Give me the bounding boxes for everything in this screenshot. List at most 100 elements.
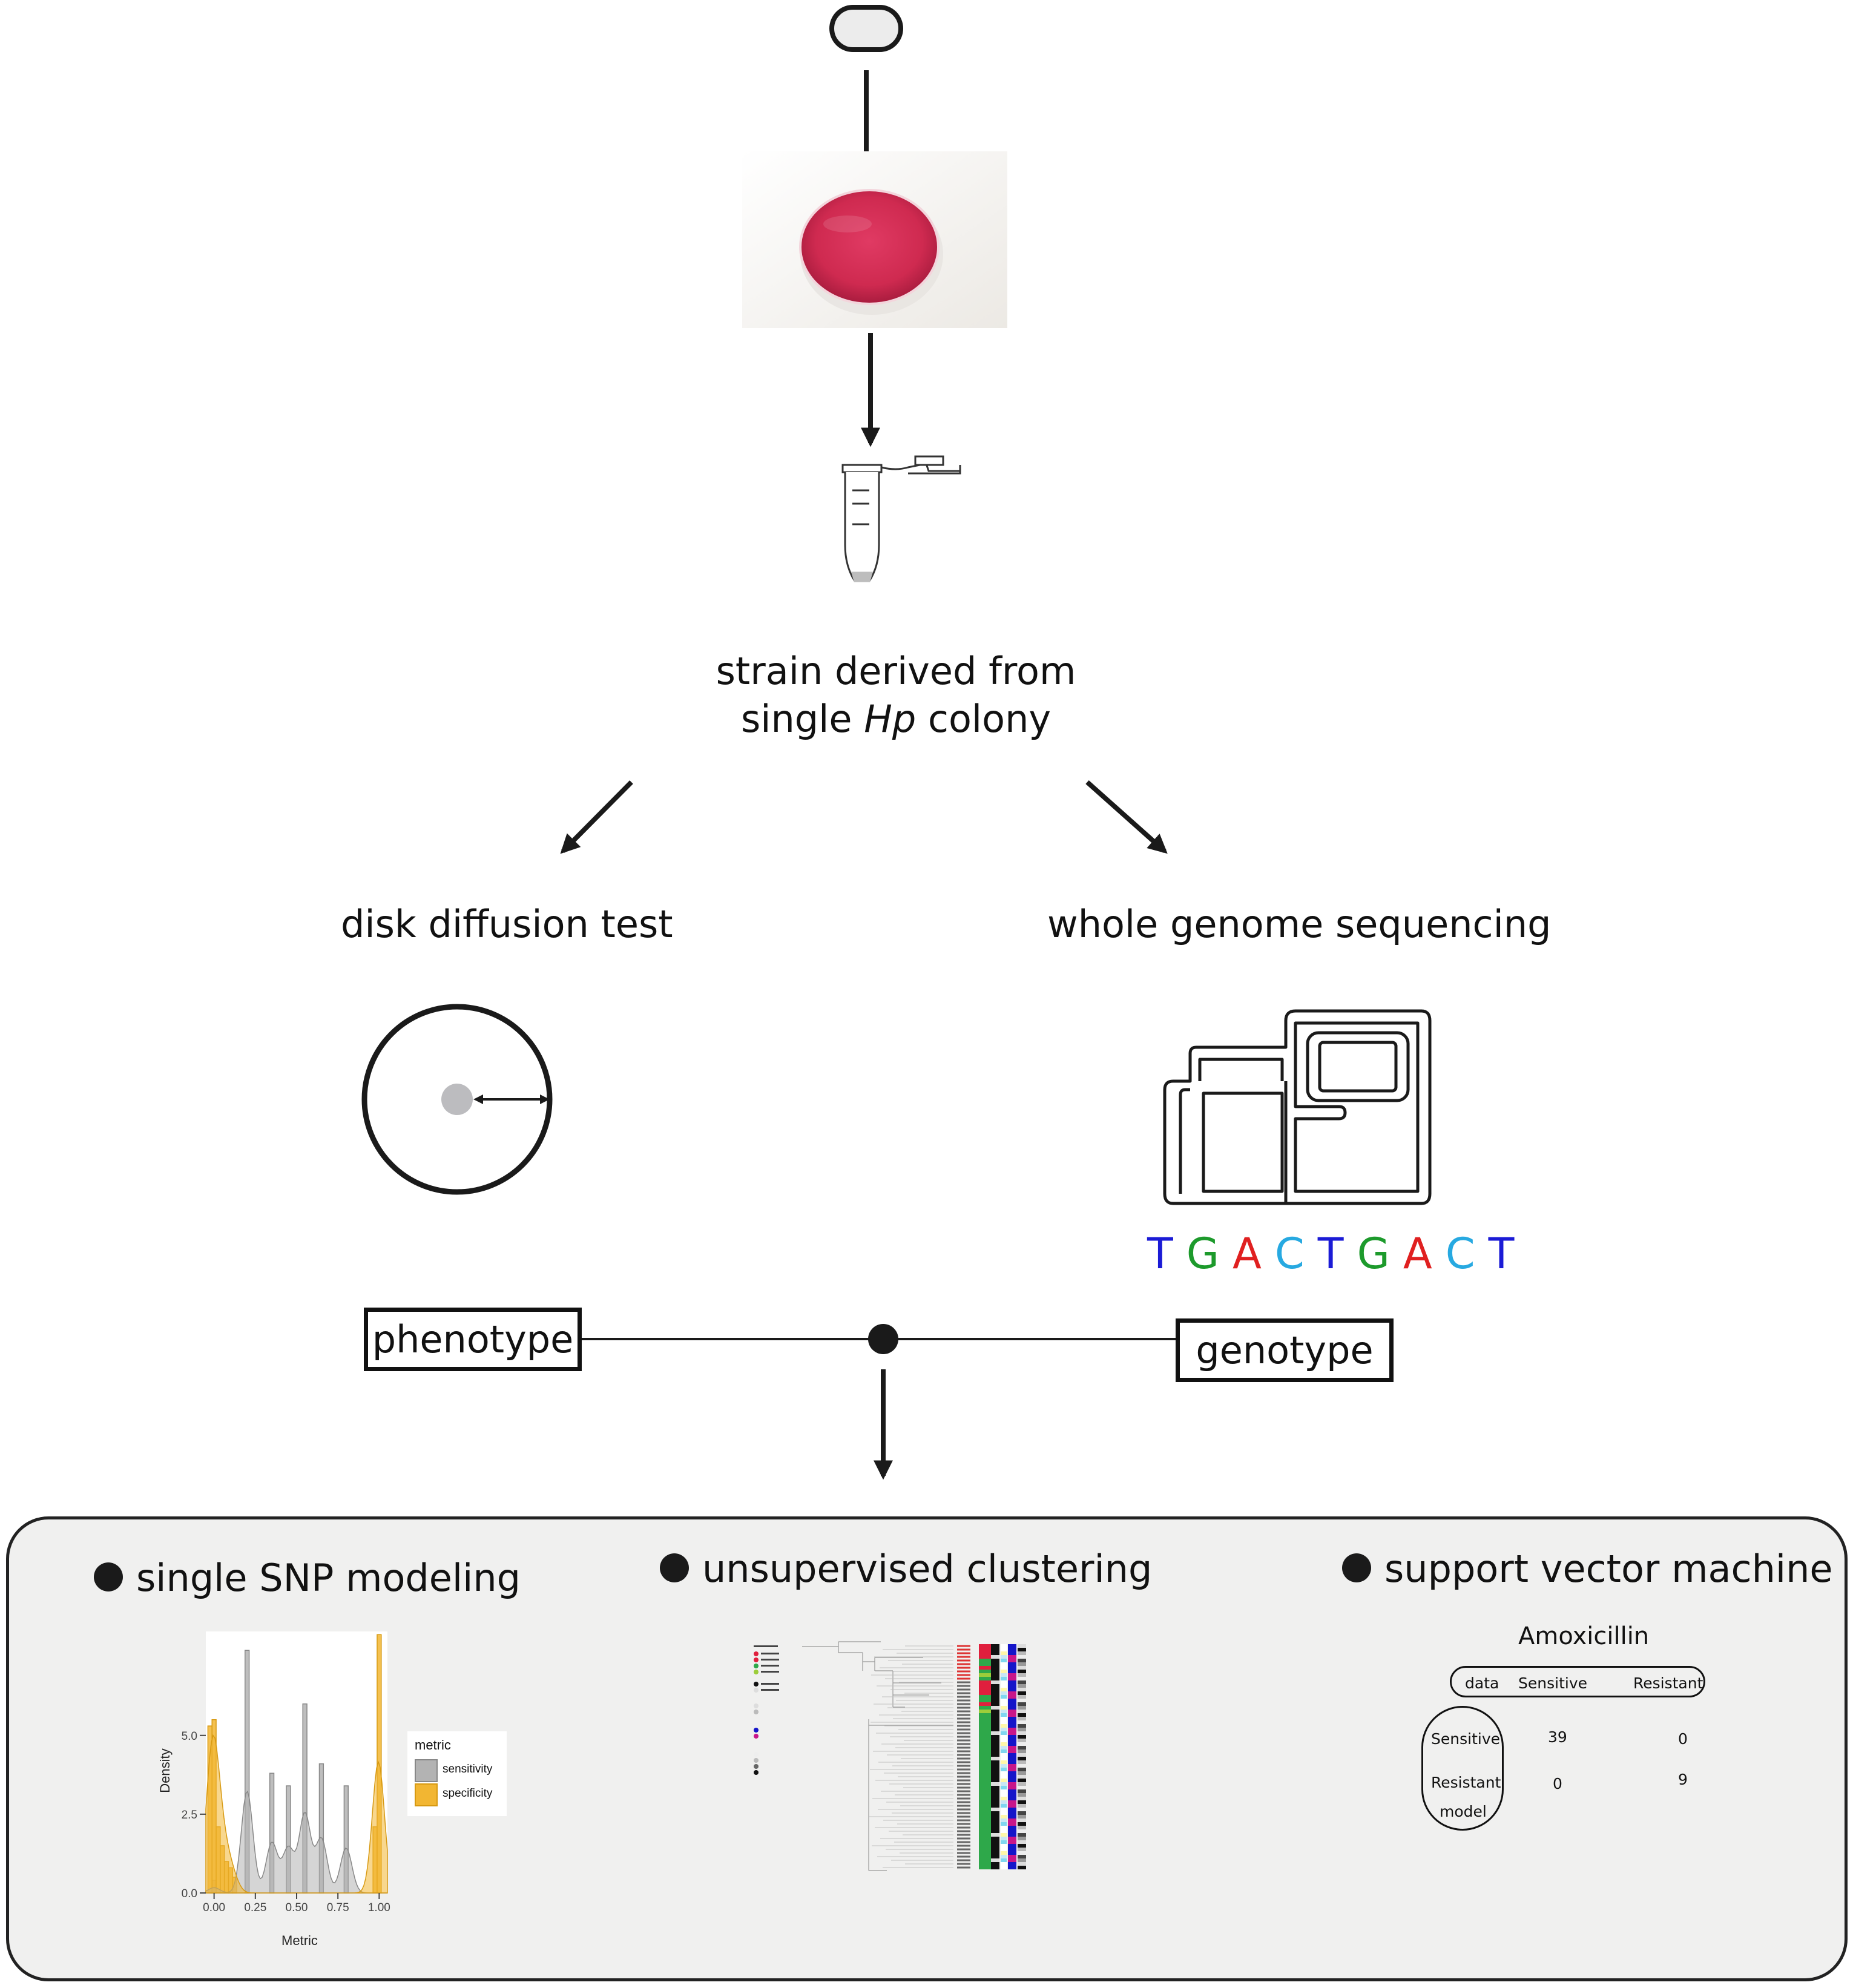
heatmap-cell	[1008, 1724, 1016, 1728]
heatmap-cell	[1001, 1739, 1007, 1742]
strain-line-2-pre: single	[740, 697, 864, 741]
leaf-label	[957, 1674, 970, 1676]
heatmap-cell	[1001, 1775, 1007, 1779]
y-tick-label: 2.5	[182, 1809, 197, 1822]
heatmap-cell	[1001, 1808, 1007, 1811]
leaf-label	[957, 1808, 970, 1811]
leaf-label	[957, 1703, 970, 1705]
strain-line-2-post: colony	[916, 697, 1052, 741]
heatmap-cell	[979, 1742, 991, 1746]
heatmap-cell	[1008, 1757, 1016, 1760]
heatmap-cell	[1001, 1818, 1007, 1822]
heatmap-cell	[1008, 1804, 1016, 1808]
heatmap-cell	[979, 1800, 991, 1804]
heatmap-cell	[1008, 1826, 1016, 1829]
heatmap-cell	[1018, 1662, 1026, 1666]
heatmap-cell	[1008, 1673, 1016, 1677]
heatmap-cell	[1018, 1760, 1026, 1764]
heatmap-cell	[1001, 1757, 1007, 1760]
leaf-label	[957, 1728, 970, 1731]
heatmap-cell	[991, 1651, 999, 1655]
heatmap-cell	[979, 1844, 991, 1848]
leaf-label	[957, 1866, 970, 1869]
leaf-label	[957, 1786, 970, 1789]
leaf-label	[957, 1743, 970, 1745]
leaf-label	[957, 1736, 970, 1738]
heatmap-cell	[979, 1713, 991, 1717]
heatmap-cell	[1018, 1713, 1026, 1717]
heatmap-cell	[1001, 1720, 1007, 1724]
leaf-label	[957, 1841, 970, 1843]
tube-icon	[841, 455, 961, 582]
heatmap-cell	[1018, 1655, 1026, 1659]
heatmap-cell	[1018, 1826, 1026, 1829]
heatmap-cell	[991, 1688, 999, 1691]
leaf-label	[957, 1710, 970, 1713]
disk-diffusion-title: disk diffusion test	[341, 902, 673, 946]
leaf-label	[957, 1667, 970, 1669]
leaf-label	[957, 1826, 970, 1829]
heatmap-cell	[991, 1764, 999, 1768]
heatmap-cell	[1001, 1651, 1007, 1655]
heatmap-cell	[1008, 1840, 1016, 1844]
heatmap-cell	[991, 1797, 999, 1800]
heatmap-cell	[1018, 1728, 1026, 1731]
heatmap-cell	[1008, 1695, 1016, 1699]
heatmap-cell	[979, 1775, 991, 1779]
heatmap-cell	[991, 1731, 999, 1735]
heatmap-cell	[1001, 1713, 1007, 1717]
leaf-label	[957, 1797, 970, 1800]
dendrogram	[802, 1641, 953, 1871]
heatmap-cell	[979, 1710, 991, 1713]
heatmap-cell	[1008, 1710, 1016, 1713]
heatmap-cell	[979, 1666, 991, 1670]
heatmap-cell	[1018, 1648, 1026, 1651]
heatmap-cell	[991, 1706, 999, 1710]
heatmap-cell	[991, 1749, 999, 1753]
heatmap-cell	[991, 1677, 999, 1680]
leaf-label	[957, 1834, 970, 1836]
heatmap-cell	[1018, 1858, 1026, 1862]
heatmap-cell	[979, 1779, 991, 1782]
heatmap-cell	[979, 1644, 991, 1648]
leaf-label	[957, 1663, 970, 1665]
heatmap-cell	[1018, 1695, 1026, 1699]
heatmap-cell	[991, 1746, 999, 1749]
heatmap-cell	[1008, 1797, 1016, 1800]
svm-col-header-pill	[1450, 1666, 1705, 1697]
heatmap-cell	[991, 1779, 999, 1782]
heatmap-cell	[991, 1720, 999, 1724]
heatmap-cell	[1001, 1826, 1007, 1829]
heatmap-cell	[979, 1691, 991, 1695]
arrow-to-disk-test	[560, 780, 633, 854]
heatmap-cell	[1001, 1680, 1007, 1684]
heatmap-cell	[1001, 1717, 1007, 1720]
leaf-label	[957, 1819, 970, 1822]
heatmap-cell	[991, 1771, 999, 1775]
snp-legend: metric sensitivity specificity	[407, 1731, 507, 1816]
leaf-label	[957, 1855, 970, 1858]
heatmap-cell	[1001, 1789, 1007, 1793]
leaf-label	[957, 1681, 970, 1684]
heatmap-cell	[979, 1673, 991, 1677]
heatmap-cell	[979, 1829, 991, 1833]
heatmap-cell	[1018, 1677, 1026, 1680]
heatmap-cell	[1018, 1735, 1026, 1739]
heatmap-cell	[1001, 1644, 1007, 1648]
heatmap-cell	[991, 1710, 999, 1713]
heatmap-cell	[1018, 1746, 1026, 1749]
heatmap-cell	[991, 1862, 999, 1866]
svm-cell-tn: 9	[1678, 1771, 1688, 1788]
heatmap-cell	[1018, 1797, 1026, 1800]
heatmap-cell	[991, 1684, 999, 1688]
heatmap-cell	[1018, 1706, 1026, 1710]
heatmap-cell	[1001, 1731, 1007, 1735]
heatmap-cell	[1001, 1822, 1007, 1826]
heatmap-cell	[991, 1833, 999, 1837]
heatmap-cell	[991, 1793, 999, 1797]
heatmap-cell	[979, 1731, 991, 1735]
wgs-title: whole genome sequencing	[1047, 902, 1552, 946]
